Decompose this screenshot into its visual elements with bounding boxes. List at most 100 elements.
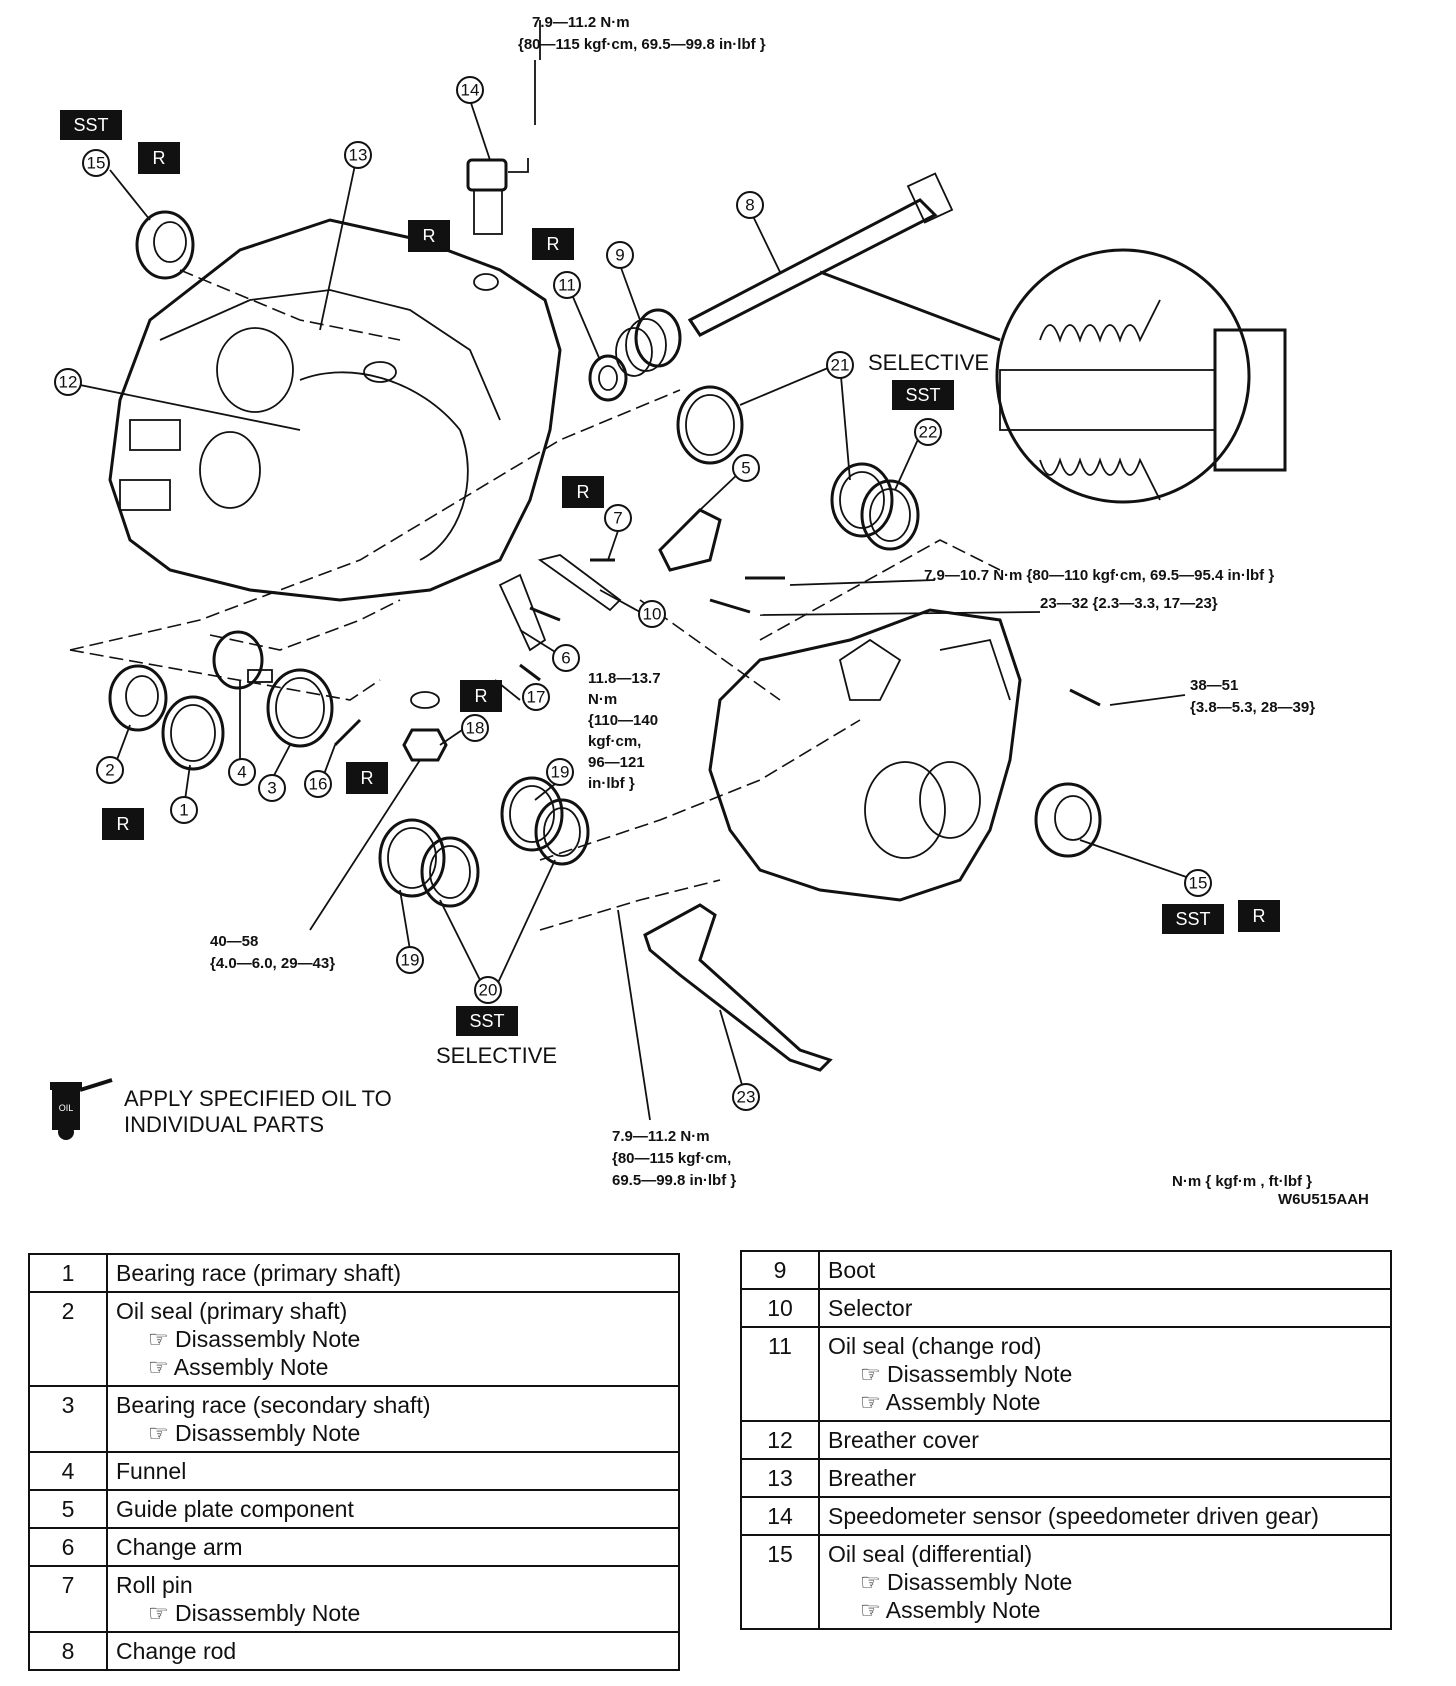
svg-text:16: 16 — [309, 775, 328, 794]
svg-text:17: 17 — [527, 688, 546, 707]
callout-13: 13 — [344, 141, 372, 169]
part-name: Speedometer sensor (speedometer driven g… — [828, 1503, 1319, 1529]
r-badge: R — [346, 762, 388, 794]
svg-text:4: 4 — [237, 763, 246, 782]
pin-17 — [519, 663, 541, 682]
callout-18: 18 — [461, 714, 489, 742]
part-number: 11 — [740, 1326, 820, 1422]
svg-text:96—121: 96—121 — [588, 754, 645, 771]
part-description: Breather — [818, 1458, 1392, 1498]
svg-text:N·m: N·m — [588, 691, 617, 708]
part-note-link[interactable]: Disassembly Note — [828, 1360, 1382, 1388]
callout-17: 17 — [522, 683, 550, 711]
part-name: Funnel — [116, 1458, 187, 1484]
svg-text:3: 3 — [267, 779, 276, 798]
part-note-link[interactable]: Assembly Note — [116, 1353, 670, 1381]
callout-15: 15 — [82, 149, 110, 177]
part-note-link[interactable]: Assembly Note — [828, 1388, 1382, 1416]
svg-text:R: R — [475, 686, 488, 706]
torque-mid: 23—32 {2.3—3.3, 17—23} — [1040, 595, 1218, 612]
svg-text:R: R — [547, 234, 560, 254]
svg-text:SST: SST — [905, 385, 940, 405]
oil-can-icon: OIL — [50, 1078, 113, 1140]
part-number: 14 — [740, 1496, 820, 1536]
adjustment-shim-20b — [420, 836, 480, 908]
r-badge: R — [102, 808, 144, 840]
svg-text:7.9—11.2 N·m: 7.9—11.2 N·m — [612, 1128, 710, 1145]
svg-text:18: 18 — [466, 719, 485, 738]
part-note-link[interactable]: Disassembly Note — [116, 1325, 670, 1353]
change-rod — [687, 198, 938, 337]
part-note-link[interactable]: Assembly Note — [828, 1596, 1382, 1624]
speedometer-sensor — [466, 60, 536, 235]
case-bolt — [1069, 688, 1101, 707]
r-badge: R — [562, 476, 604, 508]
funnel — [212, 630, 273, 690]
torque-plug-line2: {4.0—6.0, 29—43} — [210, 955, 335, 972]
callout-19: 19 — [546, 758, 574, 786]
part-number: 6 — [28, 1527, 108, 1567]
torque-bottom: 7.9—11.2 N·m {80—115 kgf·cm, 69.5—99.8 i… — [612, 1128, 736, 1189]
part-name: Guide plate component — [116, 1496, 354, 1522]
parts-row: 4 Funnel — [28, 1451, 680, 1491]
callout-10: 10 — [638, 600, 666, 628]
secondary-bearing-race — [266, 668, 334, 748]
r-badge: R — [532, 228, 574, 260]
callout-16: 16 — [304, 770, 332, 798]
part-note-link[interactable]: Disassembly Note — [116, 1599, 670, 1627]
callout-7: 7 — [604, 504, 632, 532]
callout-9: 9 — [606, 241, 634, 269]
r-badge: R — [408, 220, 450, 252]
svg-text:21: 21 — [831, 356, 850, 375]
boot — [615, 308, 682, 377]
callout-4: 4 — [228, 758, 256, 786]
bearing-race-21b — [830, 462, 894, 538]
svg-text:19: 19 — [401, 951, 420, 970]
oil-note-line1: APPLY SPECIFIED OIL TO — [124, 1086, 392, 1111]
selective-label-bottom: SELECTIVE — [436, 1043, 557, 1068]
part-description: Speedometer sensor (speedometer driven g… — [818, 1496, 1392, 1536]
part-number: 3 — [28, 1385, 108, 1453]
sst-badge: SST — [60, 110, 122, 140]
svg-text:R: R — [361, 768, 374, 788]
callout-14: 14 — [456, 76, 484, 104]
part-number: 4 — [28, 1451, 108, 1491]
part-number: 7 — [28, 1565, 108, 1633]
part-number: 10 — [740, 1288, 820, 1328]
part-number: 12 — [740, 1420, 820, 1460]
part-note-link[interactable]: Disassembly Note — [828, 1568, 1382, 1596]
callout-2: 2 — [96, 756, 124, 784]
svg-text:R: R — [153, 148, 166, 168]
exploded-diagram: 7.9—11.2 N·m {80—115 kgf·cm, 69.5—99.8 i… — [50, 14, 1369, 1208]
differential-oil-seal-left — [135, 210, 195, 280]
part-name: Boot — [828, 1257, 876, 1283]
svg-text:15: 15 — [87, 154, 106, 173]
svg-text:{110—140: {110—140 — [588, 712, 658, 729]
svg-text:1: 1 — [179, 801, 188, 820]
part-description: Change rod — [106, 1631, 680, 1671]
figure-code: W6U515AAH — [1278, 1191, 1369, 1208]
part-description: Boot — [818, 1250, 1392, 1290]
svg-text:in·lbf }: in·lbf } — [588, 775, 635, 792]
torque-guide-plate: 7.9—10.7 N·m {80—110 kgf·cm, 69.5—95.4 i… — [924, 567, 1274, 584]
change-arm — [498, 573, 547, 652]
part-description: Bearing race (primary shaft) — [106, 1253, 680, 1293]
part-description: Funnel — [106, 1451, 680, 1491]
svg-text:13: 13 — [349, 146, 368, 165]
part-name: Oil seal (primary shaft) — [116, 1298, 348, 1324]
o-ring — [473, 273, 499, 291]
svg-text:12: 12 — [59, 373, 78, 392]
r-badge: R — [460, 680, 502, 712]
primary-bearing-race — [161, 695, 225, 771]
callout-15: 15 — [1184, 869, 1212, 897]
part-note-link[interactable]: Disassembly Note — [116, 1419, 670, 1447]
svg-text:{80—115 kgf·cm,: {80—115 kgf·cm, — [612, 1150, 731, 1167]
callout-8: 8 — [736, 191, 764, 219]
torque-top-line2: {80—115 kgf·cm, 69.5—99.8 in·lbf } — [518, 36, 766, 53]
